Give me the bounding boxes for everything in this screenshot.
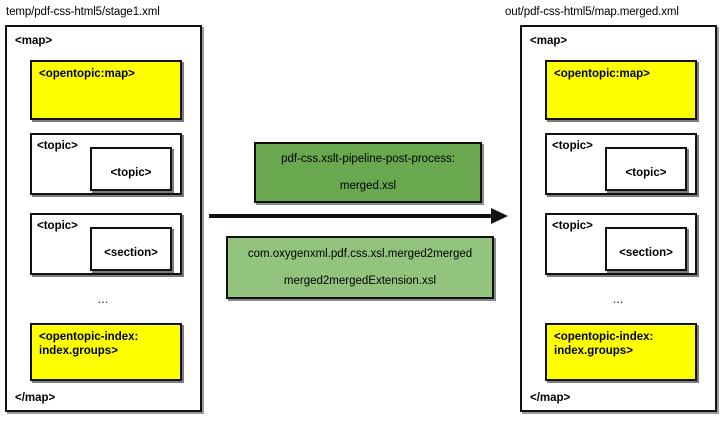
left-map-open-tag: <map> xyxy=(15,35,53,47)
transform-box-post-process-line-1: pdf-css.xslt-pipeline-post-process: xyxy=(281,152,455,165)
right-document-panel: <map> <opentopic:map> <topic> <topic> <t… xyxy=(520,25,717,412)
right-opentopic-index-box: <opentopic-index: index.groups> xyxy=(545,323,697,381)
left-opentopic-index-box: <opentopic-index: index.groups> xyxy=(30,323,182,381)
left-topic-box-2-label: <topic> xyxy=(37,220,78,232)
right-opentopic-map-box: <opentopic:map> xyxy=(545,60,697,120)
transform-box-post-process-line-2: merged.xsl xyxy=(339,179,397,192)
right-panel-title: out/pdf-css-html5/map.merged.xml xyxy=(505,6,679,18)
left-panel-title: temp/pdf-css-html5/stage1.xml xyxy=(6,6,160,18)
right-topic-box-2: <topic> <section> xyxy=(545,213,697,275)
left-topic-box-1-inner-label: <topic> xyxy=(110,167,152,179)
right-map-open-tag: <map> xyxy=(530,35,568,47)
right-topic-box-1-inner-label: <topic> xyxy=(625,167,667,179)
left-topic-box-2-inner-label: <section> xyxy=(104,247,158,259)
left-opentopic-index-line-1: <opentopic-index: xyxy=(39,331,139,343)
left-topic-box-1-label: <topic> xyxy=(37,140,78,152)
left-opentopic-index-line-2: index.groups> xyxy=(39,345,118,357)
left-map-close-tag: </map> xyxy=(15,392,56,404)
left-topic-box-1: <topic> <topic> xyxy=(30,133,182,195)
right-topic-box-1-label: <topic> xyxy=(552,140,593,152)
right-topic-box-2-inner-label: <section> xyxy=(619,247,673,259)
right-topic-box-2-inner: <section> xyxy=(605,227,687,271)
transform-box-merged2merged: com.oxygenxml.pdf.css.xsl.merged2merged … xyxy=(226,236,494,299)
right-topic-box-2-label: <topic> xyxy=(552,220,593,232)
left-ellipsis: ... xyxy=(98,295,109,305)
flow-arrow-icon xyxy=(209,208,508,224)
left-opentopic-map-box: <opentopic:map> xyxy=(30,60,182,120)
transform-box-post-process: pdf-css.xslt-pipeline-post-process: merg… xyxy=(254,142,482,203)
right-topic-box-1-inner: <topic> xyxy=(605,147,687,191)
left-topic-box-2: <topic> <section> xyxy=(30,213,182,275)
left-topic-box-1-inner: <topic> xyxy=(90,147,172,191)
left-document-panel: <map> <opentopic:map> <topic> <topic> <t… xyxy=(5,25,202,412)
right-topic-box-1: <topic> <topic> xyxy=(545,133,697,195)
right-opentopic-index-line-1: <opentopic-index: xyxy=(554,331,654,343)
right-map-close-tag: </map> xyxy=(530,392,571,404)
left-topic-box-2-inner: <section> xyxy=(90,227,172,271)
transform-box-merged2merged-line-1: com.oxygenxml.pdf.css.xsl.merged2merged xyxy=(247,247,473,260)
transform-box-merged2merged-line-2: merged2mergedExtension.xsl xyxy=(283,274,437,287)
right-opentopic-index-line-2: index.groups> xyxy=(554,345,633,357)
right-ellipsis: ... xyxy=(613,295,624,305)
